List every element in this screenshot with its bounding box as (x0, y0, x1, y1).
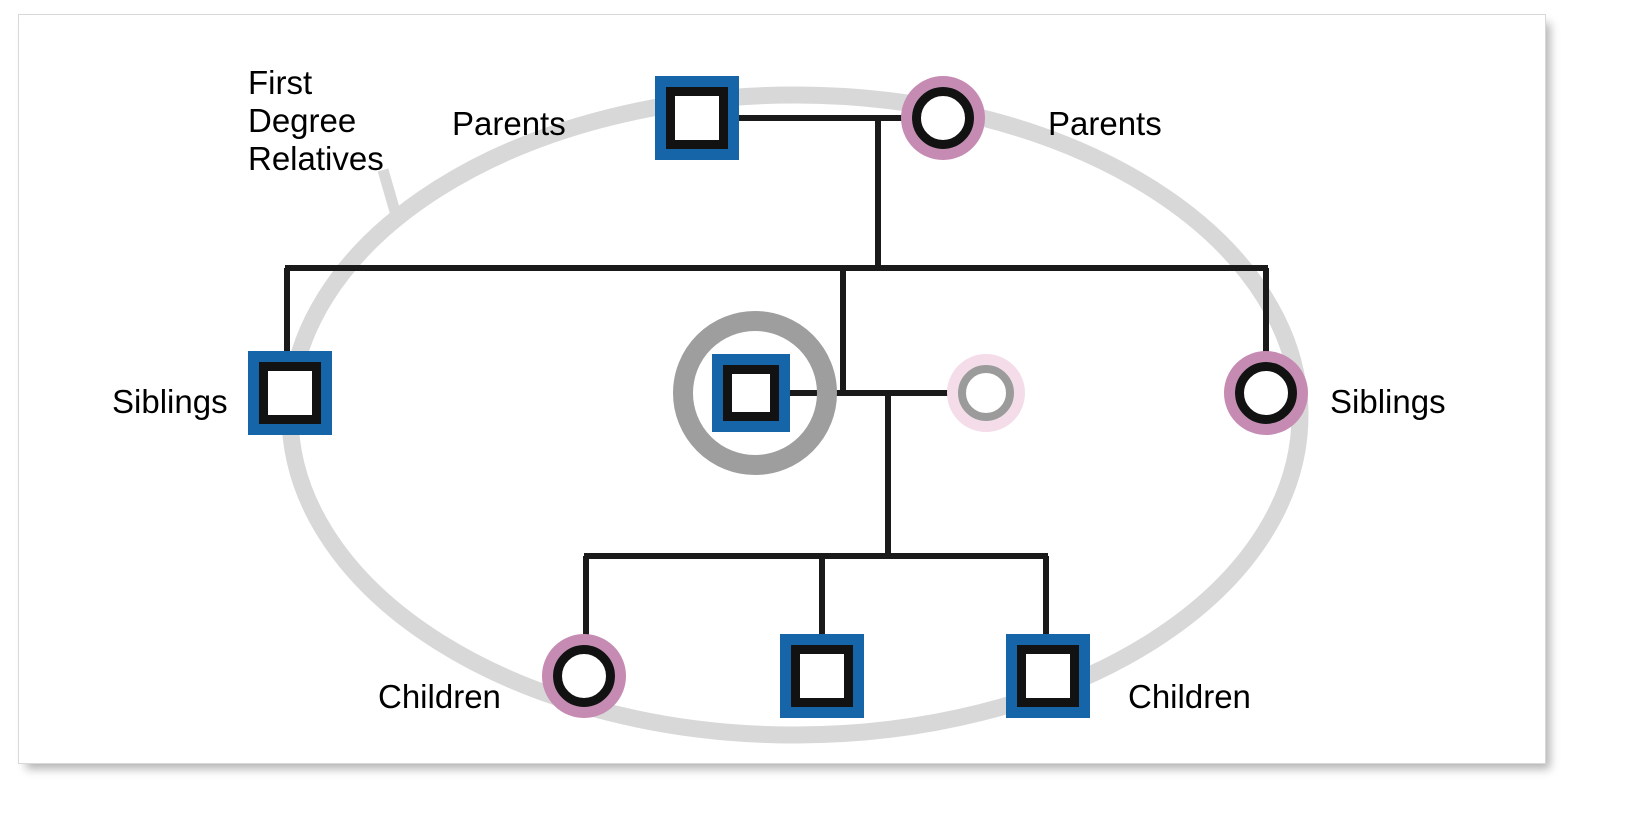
symbol-outline-spouse (958, 365, 1014, 421)
proband-ring (673, 311, 837, 475)
symbol-halo-sibling-right (1224, 351, 1308, 435)
symbol-halo-father (655, 76, 739, 160)
symbol-halo-child-2 (780, 634, 864, 718)
first-degree-relatives-pointer (377, 168, 402, 217)
symbol-fill-spouse (958, 365, 1014, 421)
symbol-fill-sibling-left (259, 362, 321, 424)
label-first-degree-relatives: First Degree Relatives (248, 64, 384, 177)
pedigree-symbol-child-2[interactable] (780, 634, 864, 718)
symbol-fill-proband (723, 365, 779, 421)
label-children-right: Children (1128, 678, 1251, 715)
symbol-halo-child-3 (1006, 634, 1090, 718)
symbol-outline-father (666, 87, 728, 149)
symbol-outline-sibling-left (259, 362, 321, 424)
symbol-fill-child-3 (1017, 645, 1079, 707)
pedigree-symbol-sibling-left[interactable] (248, 351, 332, 435)
symbol-halo-proband (712, 354, 790, 432)
symbol-halo-spouse (947, 354, 1025, 432)
symbol-halo-mother (901, 76, 985, 160)
label-parents-right: Parents (1048, 105, 1162, 142)
connector-lines-layer (284, 115, 1269, 646)
pedigree-symbol-mother[interactable] (901, 76, 985, 160)
symbol-fill-sibling-right (1235, 362, 1297, 424)
label-parents-left: Parents (452, 105, 566, 142)
pedigree-symbol-father[interactable] (655, 76, 739, 160)
pointer-tick-layer (377, 168, 402, 217)
pedigree-symbol-child-3[interactable] (1006, 634, 1090, 718)
pedigree-symbol-sibling-right[interactable] (1224, 351, 1308, 435)
pedigree-symbol-child-1[interactable] (542, 634, 626, 718)
individual-symbols-layer (248, 76, 1308, 718)
pedigree-symbol-proband[interactable] (712, 354, 790, 432)
proband-ring-layer (673, 311, 837, 475)
label-siblings-left: Siblings (112, 383, 228, 420)
symbol-fill-child-2 (791, 645, 853, 707)
symbol-outline-sibling-right (1235, 362, 1297, 424)
symbol-halo-child-1 (542, 634, 626, 718)
pedigree-symbol-spouse[interactable] (947, 354, 1025, 432)
label-children-left: Children (378, 678, 501, 715)
symbol-halo-sibling-left (248, 351, 332, 435)
symbol-fill-mother (912, 87, 974, 149)
symbol-outline-child-3 (1017, 645, 1079, 707)
label-siblings-right: Siblings (1330, 383, 1446, 420)
symbol-outline-proband (723, 365, 779, 421)
symbol-fill-father (666, 87, 728, 149)
symbol-fill-child-1 (553, 645, 615, 707)
symbol-outline-child-1 (553, 645, 615, 707)
symbol-outline-mother (912, 87, 974, 149)
symbol-outline-child-2 (791, 645, 853, 707)
